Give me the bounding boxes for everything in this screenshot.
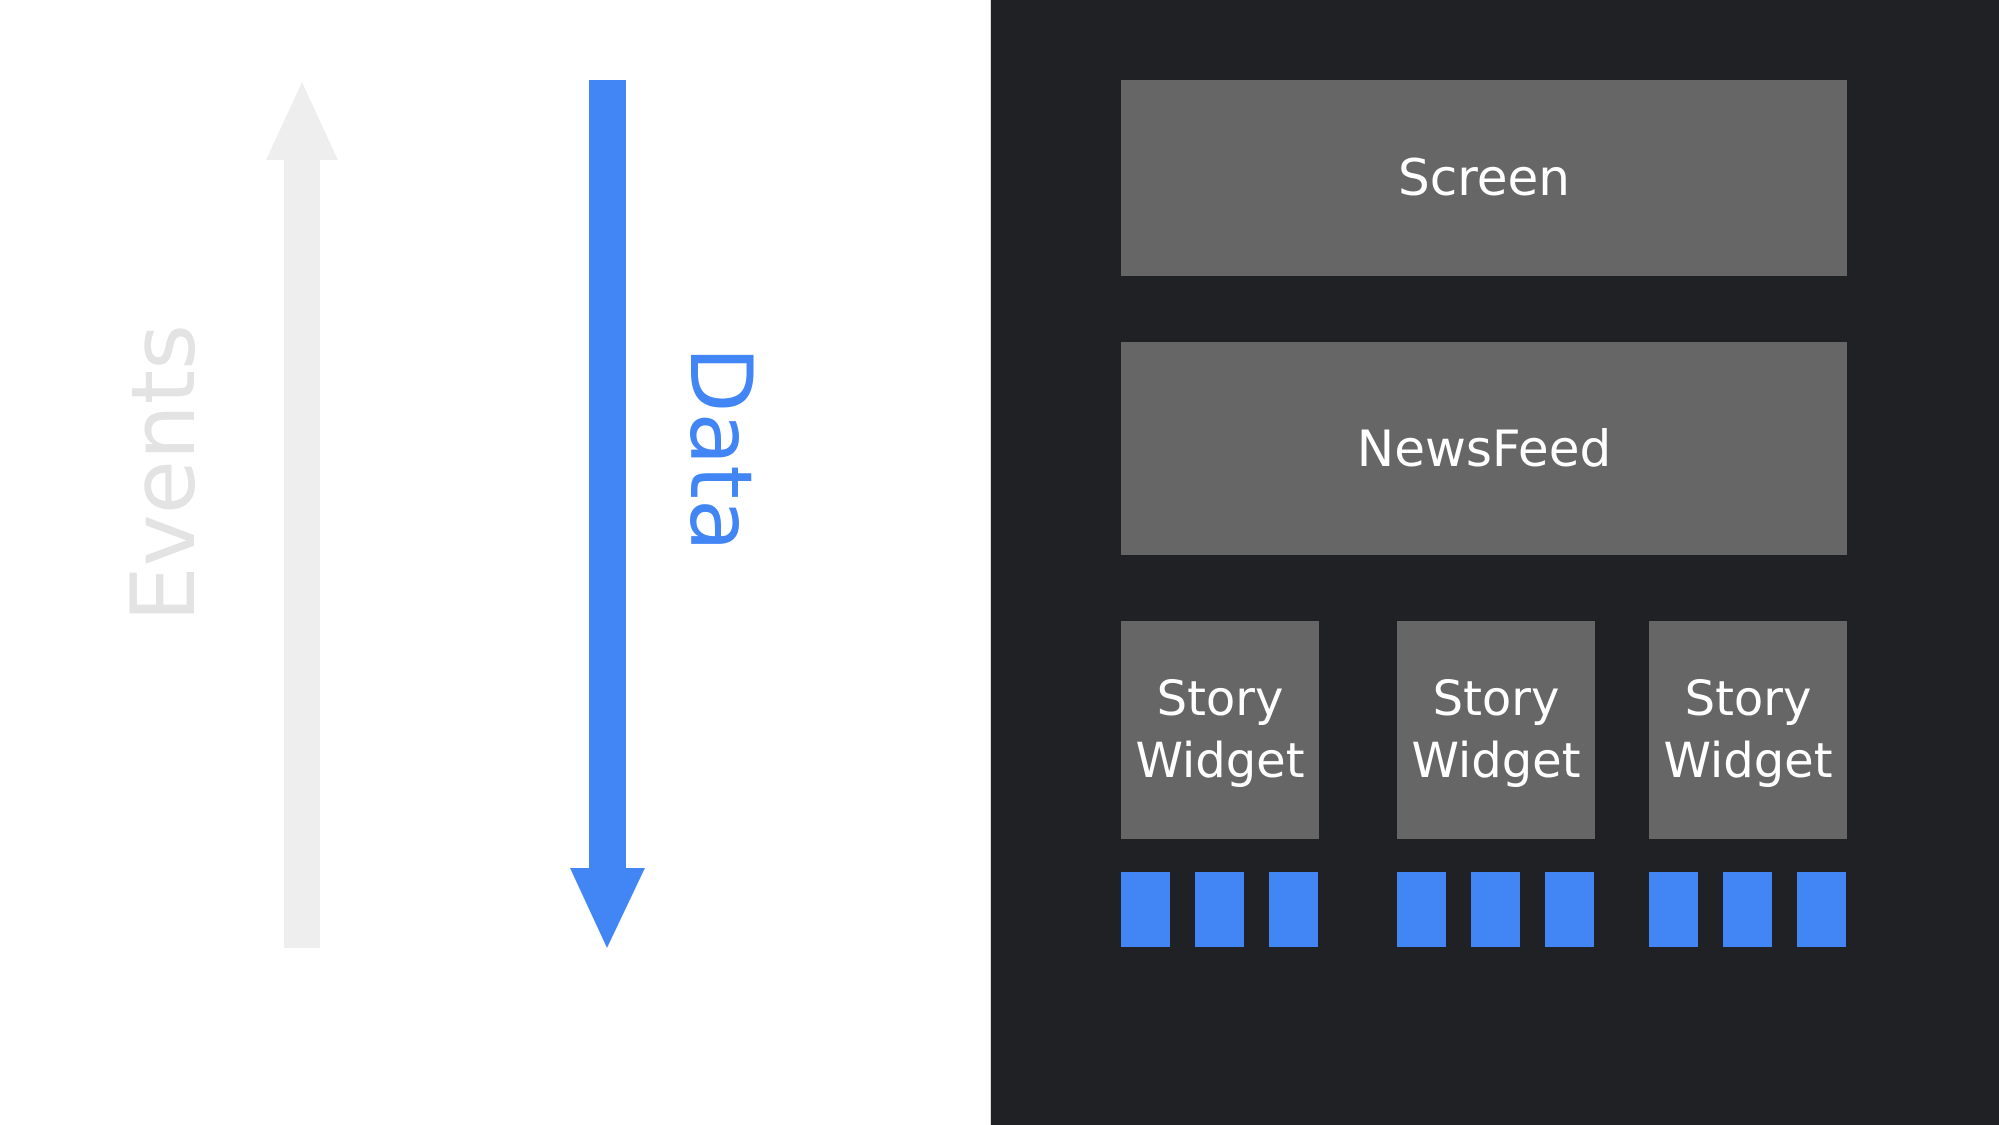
leaf-widget — [1471, 872, 1520, 947]
widget-tree-panel: Screen NewsFeed Story Widget Story Widge… — [991, 0, 1999, 1125]
screen-node: Screen — [1121, 80, 1847, 276]
flow-panel: Events Data — [0, 0, 991, 1125]
screen-node-label: Screen — [1398, 149, 1570, 207]
leaf-widget — [1269, 872, 1318, 947]
flow-arrows — [266, 80, 645, 948]
data-arrow-down-icon — [570, 80, 645, 948]
leaf-widget — [1397, 872, 1446, 947]
story-widget-node: Story Widget — [1397, 621, 1595, 839]
leaf-widget — [1545, 872, 1594, 947]
story-widget-label: Story Widget — [1663, 671, 1833, 789]
newsfeed-node: NewsFeed — [1121, 342, 1847, 555]
leaf-widget — [1195, 872, 1244, 947]
events-arrow-up-icon — [266, 82, 338, 948]
data-label: Data — [670, 346, 770, 552]
story-widget-node: Story Widget — [1649, 621, 1847, 839]
leaf-widget — [1121, 872, 1170, 947]
newsfeed-node-label: NewsFeed — [1356, 419, 1612, 478]
events-label: Events — [112, 324, 215, 622]
story-widget-label: Story Widget — [1411, 671, 1581, 789]
leaf-widget — [1649, 872, 1698, 947]
leaf-widget — [1723, 872, 1772, 947]
leaf-widget — [1797, 872, 1846, 947]
story-widget-label: Story Widget — [1135, 671, 1305, 789]
story-widget-node: Story Widget — [1121, 621, 1319, 839]
